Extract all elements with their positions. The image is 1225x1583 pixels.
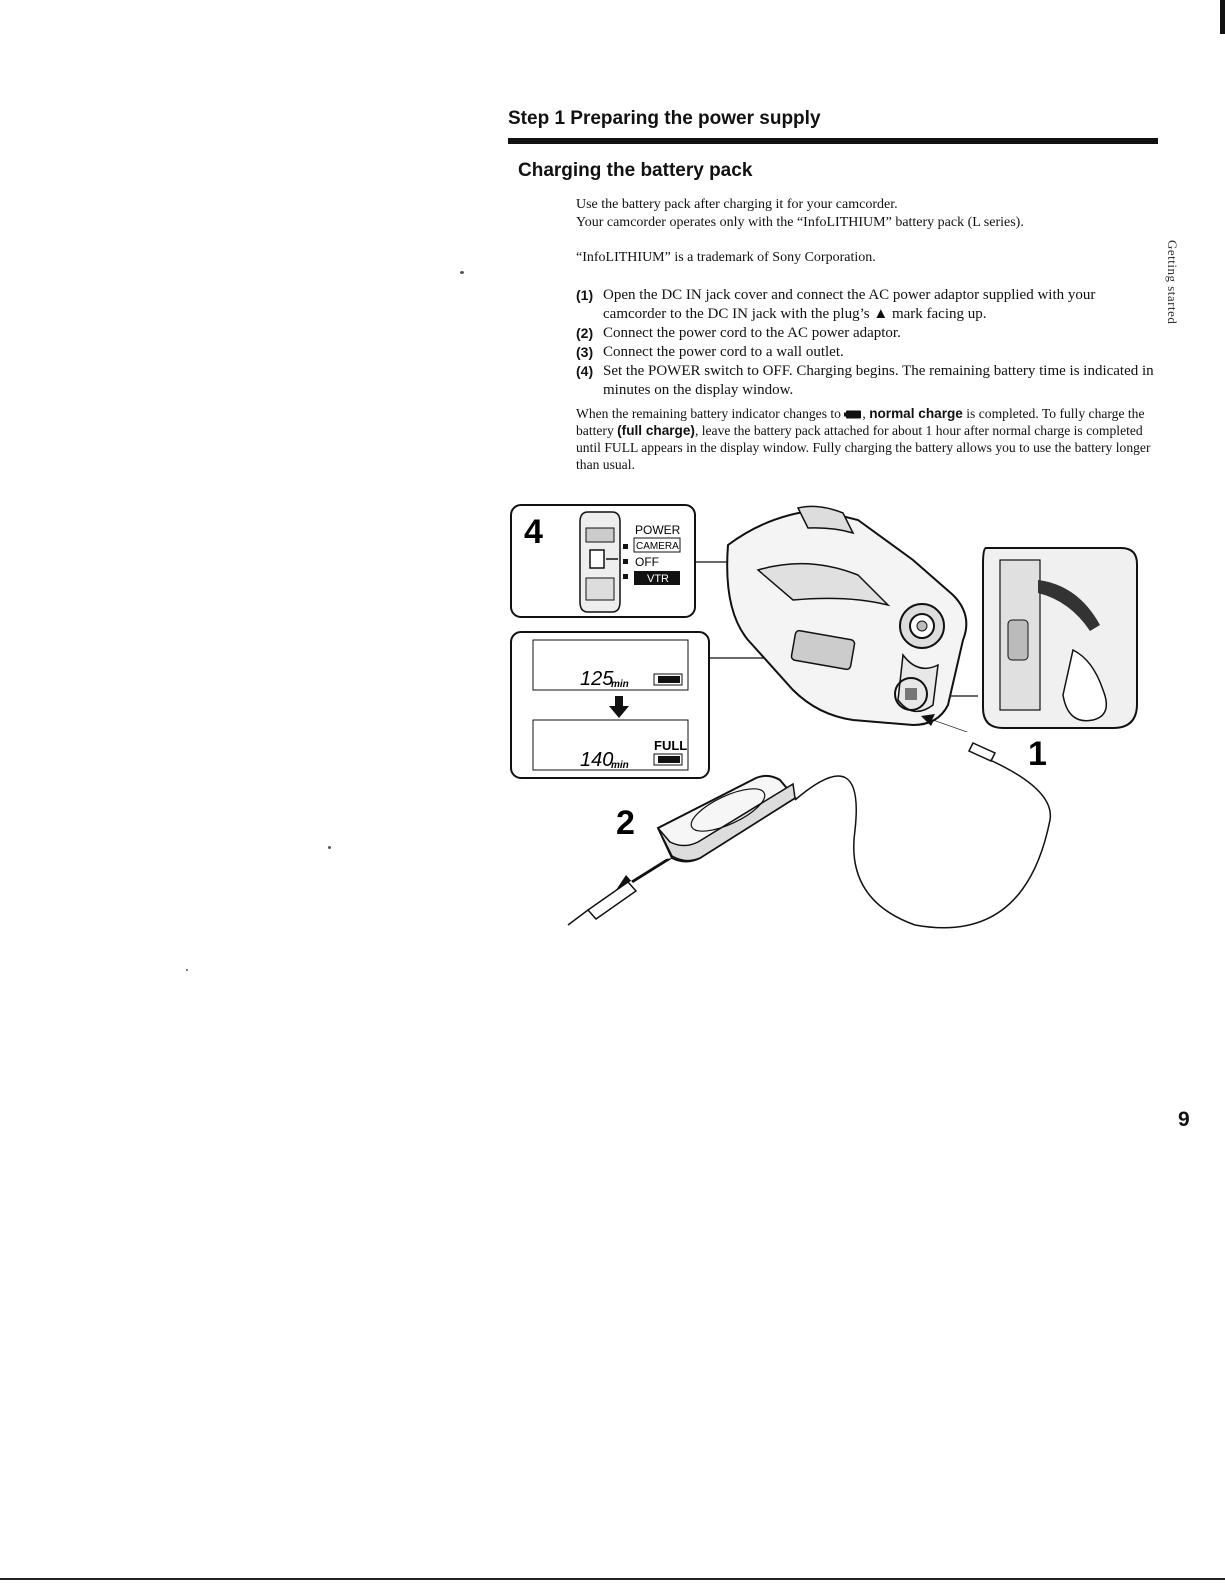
intro-line-1: Use the battery pack after charging it f… bbox=[576, 197, 898, 212]
step-number: (1) bbox=[576, 287, 594, 303]
side-tab-label: Getting started bbox=[1165, 240, 1180, 325]
power-cord-plug-icon bbox=[586, 881, 638, 920]
power-switch-panel: 4 POWER CAMERA OFF VTR bbox=[510, 504, 696, 618]
dc-plug-icon bbox=[967, 742, 997, 762]
charging-note: When the remaining battery indicator cha… bbox=[576, 406, 1151, 472]
page-bottom-edge bbox=[0, 1578, 1225, 1580]
intro-line-2: Your camcorder operates only with the “I… bbox=[576, 215, 1024, 230]
note-text: When the remaining battery indicator cha… bbox=[576, 406, 845, 421]
power-label: POWER bbox=[635, 523, 681, 537]
step-text: Open the DC IN jack cover and connect th… bbox=[603, 287, 1096, 322]
scan-speck bbox=[328, 846, 331, 849]
trademark-note: “InfoLITHIUM” is a trademark of Sony Cor… bbox=[576, 250, 876, 265]
display-before-value: 125 bbox=[580, 668, 614, 690]
step-item-4: (4) Set the POWER switch to OFF. Chargin… bbox=[576, 362, 1156, 400]
step-text: Connect the power cord to a wall outlet. bbox=[603, 344, 844, 360]
step-item-1: (1) Open the DC IN jack cover and connec… bbox=[576, 286, 1156, 324]
plug-direction-arrow-icon bbox=[921, 714, 968, 732]
battery-indicator-icon bbox=[844, 406, 862, 421]
display-window-panel: 125 min FULL 140 min bbox=[510, 631, 710, 779]
page-number: 9 bbox=[1178, 1108, 1190, 1131]
callout-2: 2 bbox=[616, 804, 635, 842]
callout-1: 1 bbox=[1028, 735, 1047, 773]
switch-knob bbox=[589, 549, 605, 569]
full-label: FULL bbox=[654, 738, 687, 753]
camcorder-illustration bbox=[726, 505, 968, 727]
section-heading: Charging the battery pack bbox=[518, 160, 753, 181]
display-after-value: 140 bbox=[580, 749, 613, 771]
callout-4: 4 bbox=[524, 513, 543, 551]
full-charge-term: (full charge) bbox=[617, 423, 695, 438]
display-unit: min bbox=[611, 679, 629, 690]
scan-speck bbox=[186, 969, 188, 971]
power-cord bbox=[794, 759, 1052, 929]
note-text: , leave the battery pack attached for ab… bbox=[576, 423, 1151, 472]
step-heading: Step 1 Preparing the power supply bbox=[508, 108, 821, 129]
vtr-label: VTR bbox=[647, 573, 669, 585]
steps-list: (1) Open the DC IN jack cover and connec… bbox=[576, 286, 1156, 400]
charging-illustration: 4 POWER CAMERA OFF VTR 125 min bbox=[508, 500, 1158, 930]
off-label: OFF bbox=[635, 555, 659, 569]
dc-in-jack-inset bbox=[982, 547, 1138, 729]
camera-label: CAMERA bbox=[636, 541, 679, 552]
page-edge-mark bbox=[1220, 0, 1225, 34]
display-unit: min bbox=[611, 760, 629, 771]
step-item-3: (3) Connect the power cord to a wall out… bbox=[576, 343, 1156, 362]
step-text: Set the POWER switch to OFF. Charging be… bbox=[603, 363, 1154, 398]
step-number: (2) bbox=[576, 325, 594, 341]
down-arrow-icon bbox=[609, 696, 629, 718]
normal-charge-term: normal charge bbox=[869, 406, 963, 421]
step-text: Connect the power cord to the AC power a… bbox=[603, 325, 901, 341]
cord-arrow-icon bbox=[614, 858, 673, 893]
heading-rule bbox=[508, 138, 1158, 144]
note-text: is completed. To fully charge the batter… bbox=[576, 406, 1145, 438]
step-number: (3) bbox=[576, 344, 594, 360]
step-item-2: (2) Connect the power cord to the AC pow… bbox=[576, 324, 1156, 343]
scan-speck bbox=[460, 271, 464, 274]
ac-adaptor-illustration bbox=[567, 759, 1052, 929]
step-number: (4) bbox=[576, 363, 594, 379]
